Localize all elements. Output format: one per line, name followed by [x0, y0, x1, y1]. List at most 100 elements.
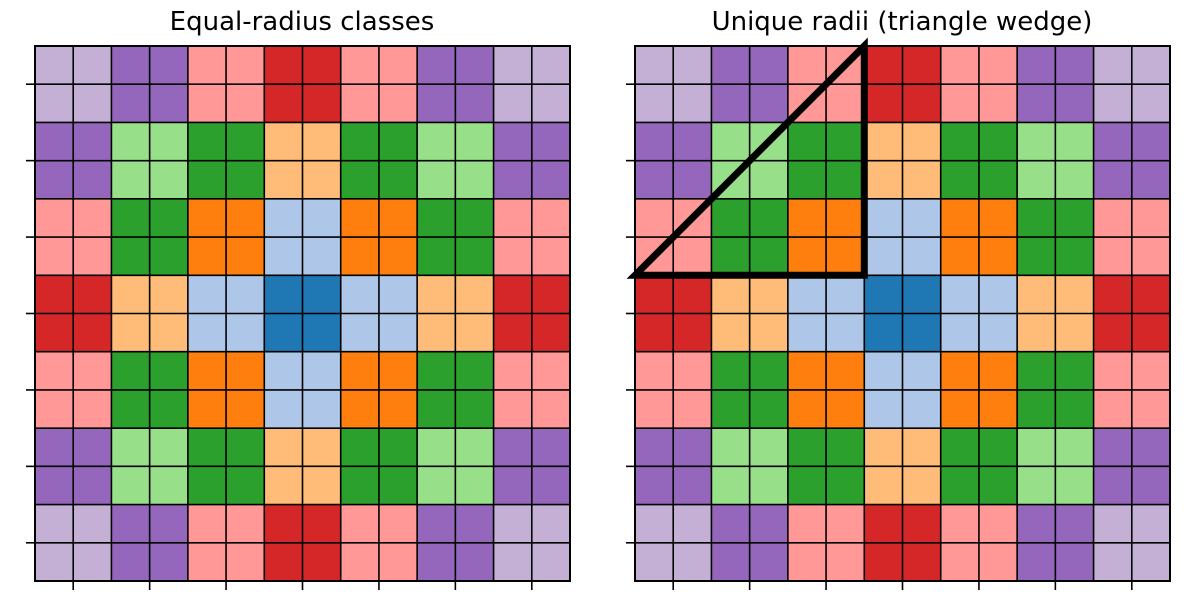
- heatmap-cell: [673, 313, 712, 353]
- heatmap-cell: [749, 84, 789, 123]
- heatmap-cell: [417, 160, 456, 200]
- heatmap-cell: [149, 466, 189, 506]
- heatmap-cell: [940, 46, 980, 85]
- heatmap-cell: [417, 542, 456, 582]
- heatmap-cell: [226, 160, 265, 200]
- heatmap-cell: [711, 504, 751, 544]
- heatmap-cell: [73, 84, 112, 123]
- heatmap-cell: [111, 198, 151, 238]
- heatmap-cell: [187, 237, 227, 276]
- heatmap-cell: [264, 389, 303, 429]
- heatmap-cell: [902, 198, 942, 238]
- heatmap-cell: [978, 389, 1018, 429]
- heatmap-cell: [455, 466, 495, 506]
- heatmap-cell: [531, 122, 571, 162]
- heatmap-cell: [378, 198, 418, 238]
- heatmap-cell: [149, 198, 189, 238]
- heatmap-cell: [864, 46, 903, 85]
- heatmap-cell: [378, 84, 418, 123]
- heatmap-left: [26, 45, 571, 590]
- heatmap-cell: [149, 504, 189, 544]
- heatmap-cell: [826, 504, 865, 544]
- heatmap-cell: [455, 122, 495, 162]
- heatmap-cell: [302, 198, 342, 238]
- heatmap-cell: [226, 275, 265, 314]
- heatmap-cell: [978, 428, 1018, 467]
- heatmap-cell: [531, 466, 571, 506]
- heatmap-cell: [826, 84, 865, 123]
- heatmap-cell: [826, 237, 865, 276]
- heatmap-cell: [35, 275, 74, 314]
- heatmap-cell: [493, 275, 533, 314]
- heatmap-cell: [940, 351, 980, 391]
- heatmap-cell: [902, 237, 942, 276]
- heatmap-cell: [749, 428, 789, 467]
- heatmap-cell: [73, 275, 112, 314]
- heatmap-cell: [1131, 351, 1171, 391]
- heatmap-cell: [787, 275, 827, 314]
- heatmap-cell: [378, 46, 418, 85]
- heatmap-cell: [940, 313, 980, 353]
- heatmap-cell: [635, 198, 674, 238]
- heatmap-cell: [826, 542, 865, 582]
- heatmap-cell: [1131, 198, 1171, 238]
- heatmap-cell: [864, 237, 903, 276]
- heatmap-cell: [1055, 542, 1095, 582]
- heatmap-cell: [340, 428, 380, 467]
- heatmap-cell: [940, 122, 980, 162]
- heatmap-cell: [340, 198, 380, 238]
- heatmap-cell: [673, 275, 712, 314]
- heatmap-cell: [1017, 351, 1056, 391]
- heatmap-cell: [302, 542, 342, 582]
- heatmap-cell: [864, 122, 903, 162]
- heatmap-cell: [635, 351, 674, 391]
- heatmap-cell: [826, 160, 865, 200]
- heatmap-cell: [378, 122, 418, 162]
- heatmap-cell: [749, 198, 789, 238]
- heatmap-cell: [493, 237, 533, 276]
- heatmap-cell: [264, 275, 303, 314]
- heatmap-cell: [978, 237, 1018, 276]
- heatmap-cell: [978, 542, 1018, 582]
- heatmap-cell: [111, 275, 151, 314]
- heatmap-cell: [711, 389, 751, 429]
- heatmap-cell: [455, 160, 495, 200]
- heatmap-cell: [749, 504, 789, 544]
- heatmap-cell: [73, 237, 112, 276]
- heatmap-cell: [1055, 198, 1095, 238]
- heatmap-cell: [673, 504, 712, 544]
- heatmap-cell: [787, 389, 827, 429]
- heatmap-cell: [635, 84, 674, 123]
- heatmap-cell: [378, 428, 418, 467]
- heatmap-cell: [749, 46, 789, 85]
- heatmap-cell: [73, 313, 112, 353]
- triangle-wedge-overlay: [626, 37, 868, 279]
- heatmap-cell: [673, 428, 712, 467]
- heatmap-cell: [1131, 84, 1171, 123]
- heatmap-cell: [455, 504, 495, 544]
- heatmap-cell: [493, 504, 533, 544]
- heatmap-cell: [1093, 84, 1133, 123]
- heatmap-cell: [531, 198, 571, 238]
- heatmap-cell: [455, 84, 495, 123]
- heatmap-cell: [1055, 428, 1095, 467]
- heatmap-cell: [711, 46, 751, 85]
- heatmap-cell: [111, 313, 151, 353]
- heatmap-cell: [635, 466, 674, 506]
- heatmap-cell: [1017, 504, 1056, 544]
- heatmap-cell: [902, 428, 942, 467]
- heatmap-cell: [673, 389, 712, 429]
- heatmap-cell: [111, 428, 151, 467]
- heatmap-cell: [378, 542, 418, 582]
- heatmap-cell: [1017, 275, 1056, 314]
- heatmap-cell: [187, 313, 227, 353]
- heatmap-cell: [264, 542, 303, 582]
- heatmap-cell: [1055, 466, 1095, 506]
- heatmap-cell: [978, 351, 1018, 391]
- heatmap-cell: [187, 542, 227, 582]
- heatmap-cell: [711, 122, 751, 162]
- heatmap-cell: [302, 122, 342, 162]
- heatmap-cell: [226, 428, 265, 467]
- heatmap-cell: [340, 542, 380, 582]
- heatmap-cell: [940, 466, 980, 506]
